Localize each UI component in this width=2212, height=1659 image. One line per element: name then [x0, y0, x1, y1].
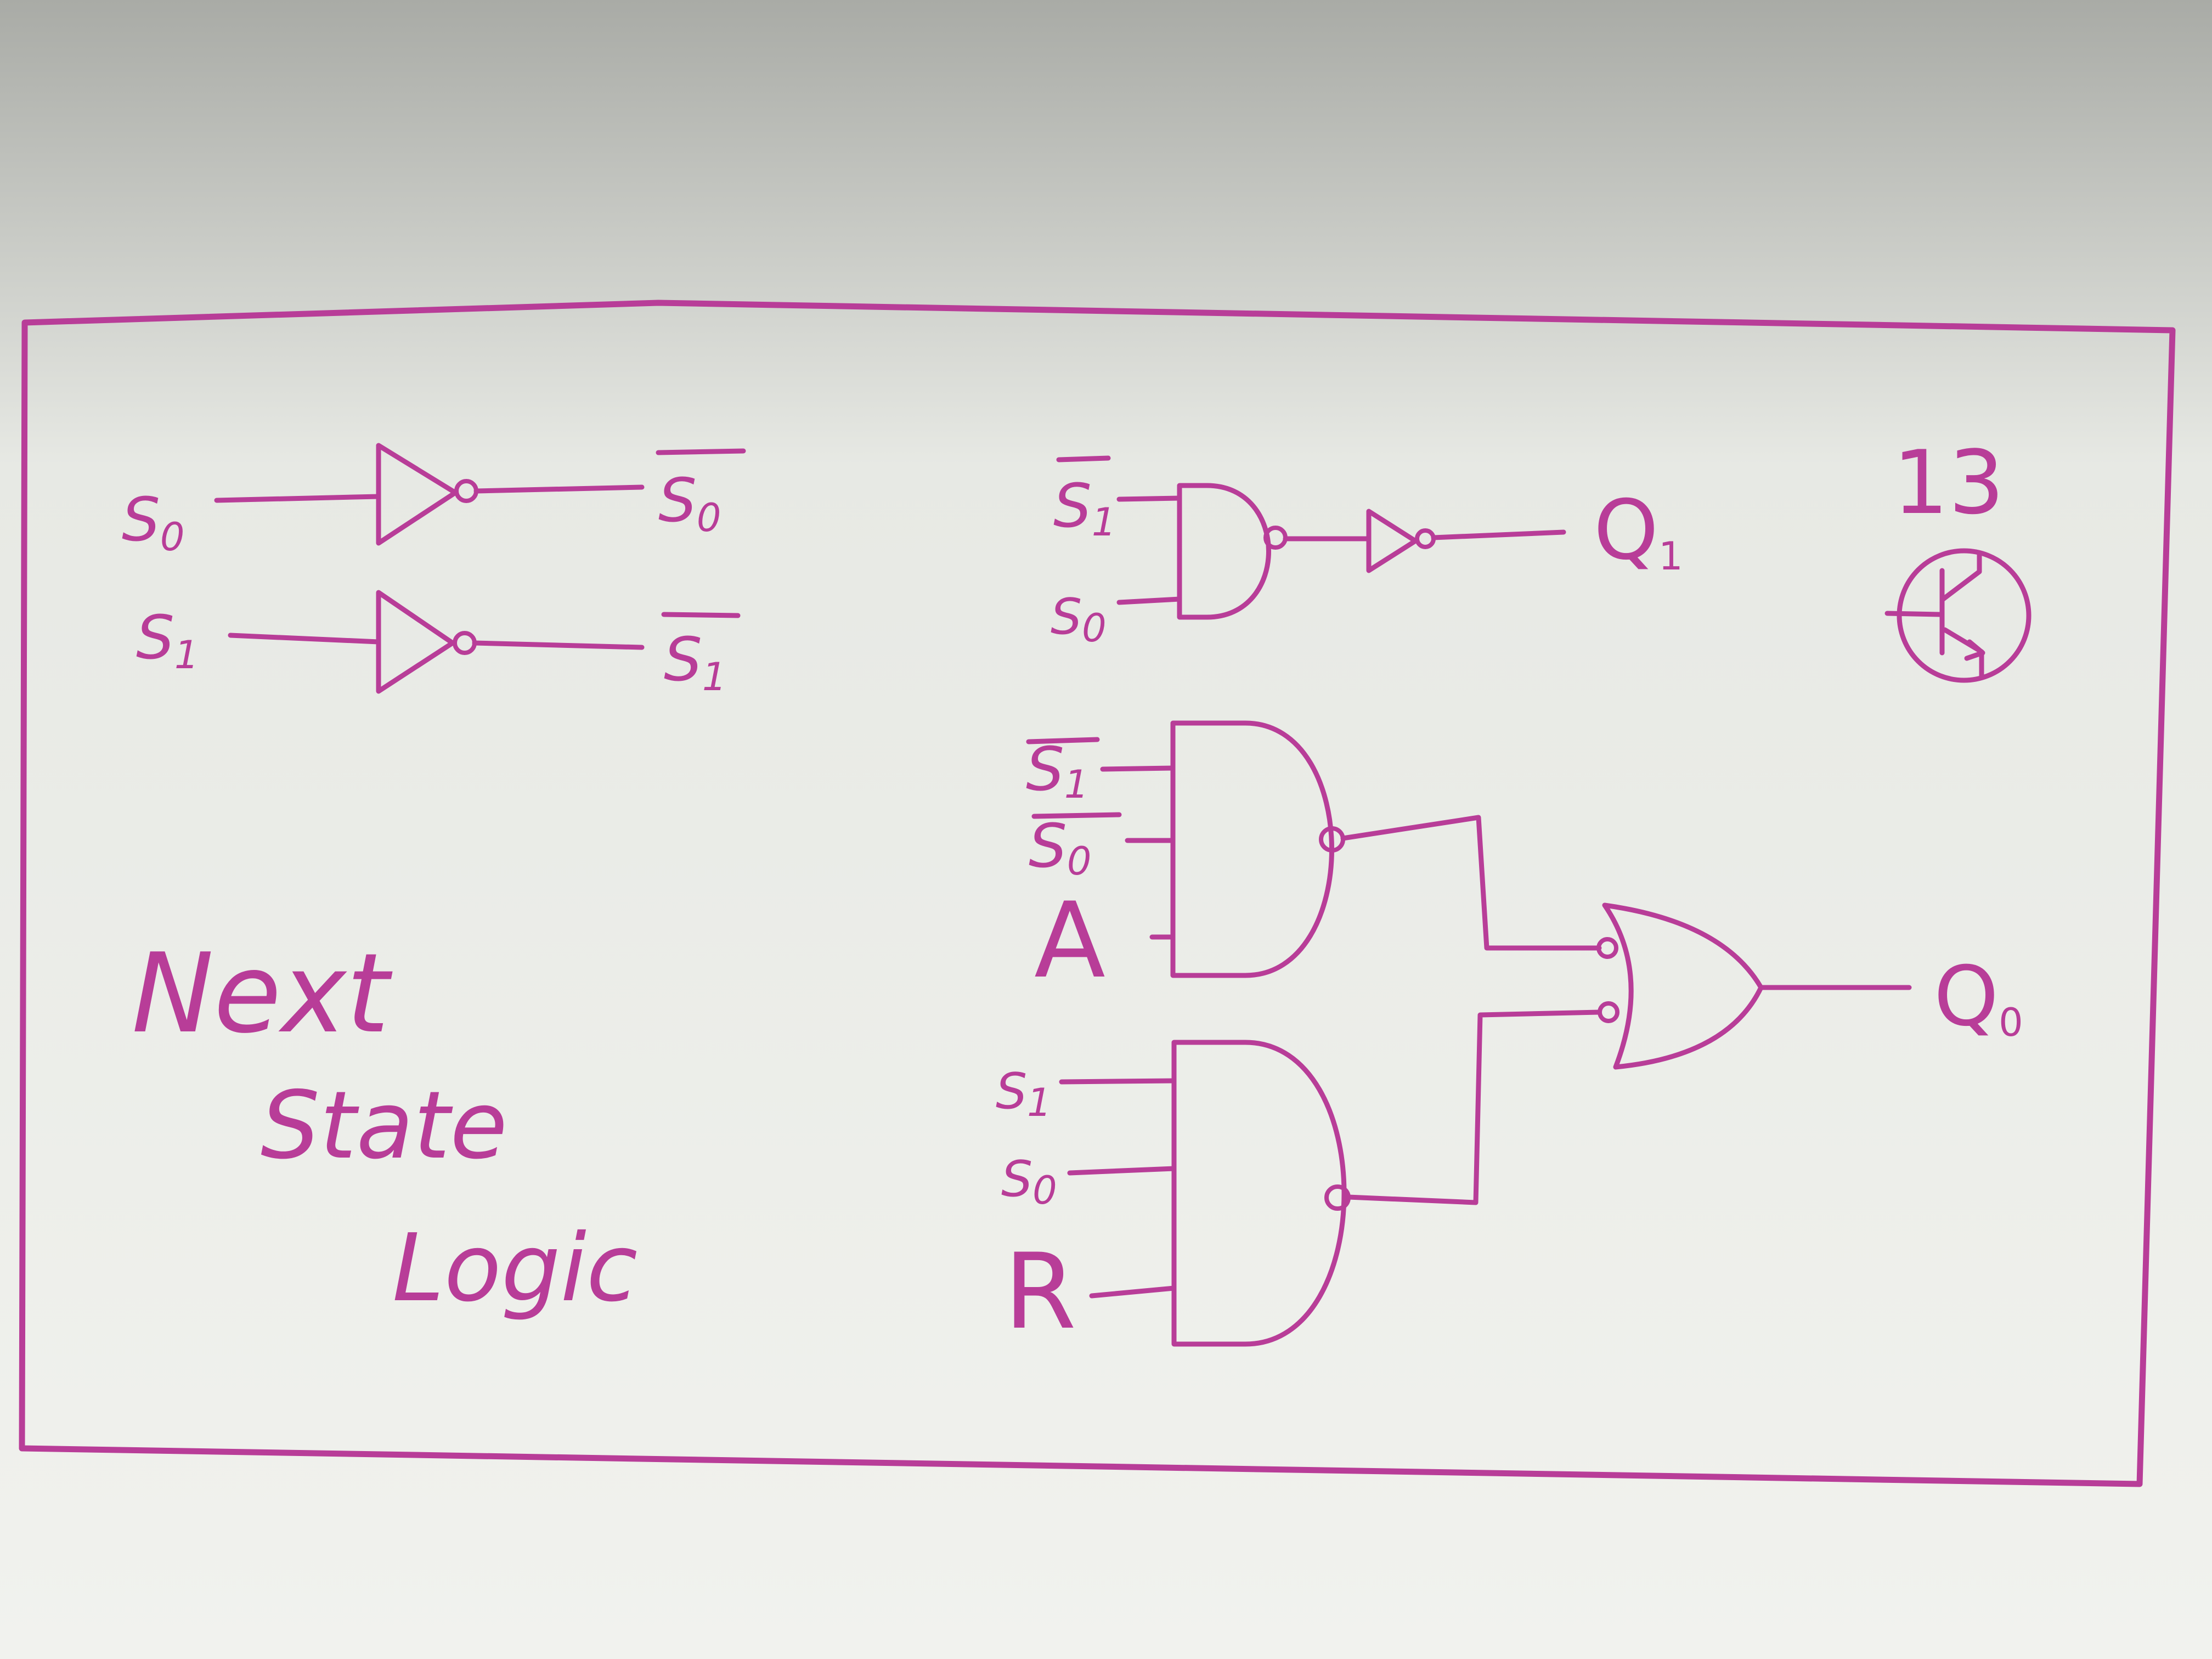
label-s0-bot: S0 [1001, 1150, 1057, 1213]
nand-gate-r-group: S1 S0 R [996, 1009, 1602, 1352]
label-s1-bot: S1 [996, 1063, 1052, 1125]
wire-nand2-to-or [1340, 815, 1602, 951]
inverter-s1: S1 S1 [136, 590, 741, 699]
title-line-logic: Logic [392, 1214, 637, 1323]
label-q0: Q0 [1934, 949, 2023, 1045]
not-gate-s1 [376, 590, 455, 694]
inverter-s0: S0 S0 [122, 443, 746, 560]
wire-nand1-in1 [1116, 495, 1182, 502]
transistor-icon [1884, 548, 2032, 683]
wire-s1-bar-to-nand2 [1100, 765, 1176, 772]
overline-s1-top [1056, 455, 1111, 462]
wire-s1-in [228, 633, 381, 645]
overline-s1 [661, 612, 741, 618]
overline-s0 [656, 448, 746, 455]
label-s1-in: S1 [136, 602, 199, 678]
not-gate-q1 [1366, 509, 1418, 573]
q1-logic: S1 S0 Q1 [1051, 455, 1683, 651]
label-s1-bar-mid: S1 [1026, 734, 1088, 807]
label-a: A [1034, 880, 1105, 1001]
wire-s0-out [473, 484, 645, 494]
title-line-next: Next [132, 930, 393, 1058]
label-s1-bar-top: S1 [1053, 471, 1116, 545]
wire-s0-in [214, 494, 381, 503]
not-gate-s0 [376, 443, 458, 546]
or-gate-group: Q0 [1596, 902, 2023, 1070]
overline-s0-mid [1031, 812, 1122, 819]
wire-s1-out [472, 640, 645, 650]
title-line-state: State [261, 1071, 507, 1180]
wire-q1-out [1431, 529, 1566, 540]
diagram-frame [19, 300, 2176, 1487]
wire-s0-to-nand3 [1067, 1166, 1177, 1176]
nand-gate-1 [1177, 483, 1271, 620]
or-input-bubble-1 [1596, 937, 1618, 959]
nand-gate-a-group: S1 S0 A [1026, 720, 1602, 1001]
label-s0-top: S0 [1051, 588, 1107, 651]
wire-s1-to-nand3 [1059, 1078, 1177, 1085]
wire-nand3-to-or [1346, 1009, 1602, 1205]
label-s0-bar-mid: S0 [1029, 811, 1091, 884]
overline-s1-mid [1026, 737, 1100, 744]
wire-nand1-in2 [1116, 596, 1182, 605]
or-gate [1602, 902, 1764, 1070]
corner-badge: 13 [1884, 431, 2032, 683]
corner-number: 13 [1893, 431, 2005, 534]
wire-r-to-nand3 [1089, 1285, 1177, 1299]
label-r: R [1004, 1231, 1076, 1352]
label-s0-in: S0 [122, 484, 184, 560]
label-q1: Q1 [1594, 483, 1683, 579]
label-s0-bar: S0 [658, 465, 721, 540]
label-s1-bar: S1 [664, 624, 726, 699]
nand-gate-3 [1171, 1040, 1347, 1347]
or-input-bubble-2 [1598, 1001, 1620, 1023]
diagram-title: Next State Logic [132, 930, 637, 1323]
nand-gate-2 [1170, 720, 1334, 978]
